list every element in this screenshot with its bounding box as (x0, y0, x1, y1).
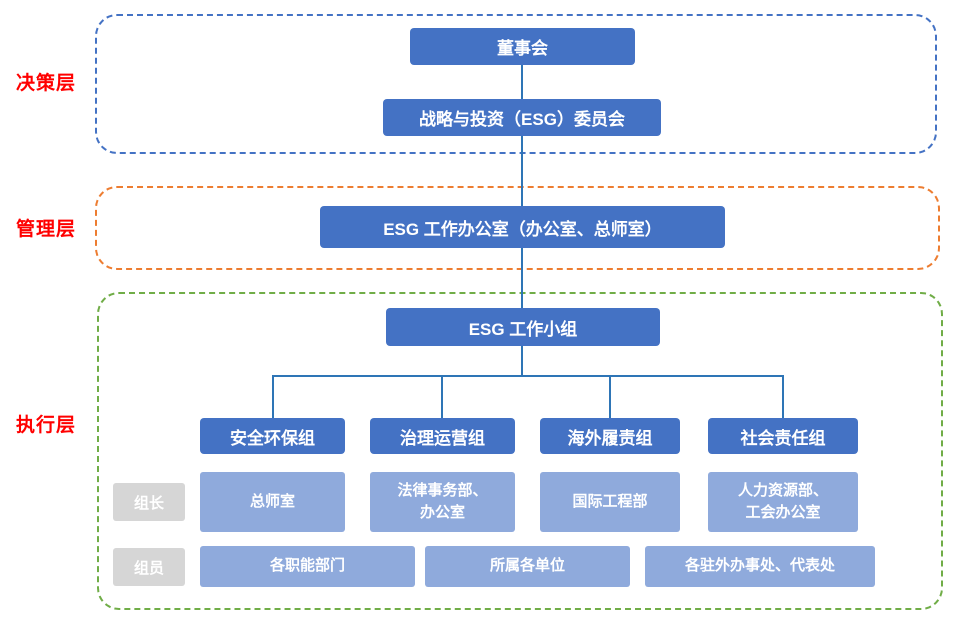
layer-label-execution: 执行层 (16, 415, 77, 436)
connector-drop-group-2 (441, 375, 443, 418)
row-label-leader: 组长 (113, 483, 185, 521)
member-functional-depts: 各职能部门 (200, 546, 415, 587)
leader-social: 人力资源部、 工会办公室 (708, 472, 858, 532)
connector-committee-office (521, 136, 523, 207)
node-group-overseas: 海外履责组 (540, 418, 680, 454)
node-taskforce: ESG 工作小组 (386, 308, 660, 346)
connector-board-committee (521, 64, 523, 100)
leader-overseas: 国际工程部 (540, 472, 680, 532)
connector-horizontal-bar (272, 375, 784, 377)
execution-layer-frame (97, 292, 943, 610)
connector-taskforce-stem (521, 346, 523, 376)
node-group-social: 社会责任组 (708, 418, 858, 454)
management-layer-frame (95, 186, 940, 270)
leader-governance: 法律事务部、 办公室 (370, 472, 515, 532)
leader-safety: 总师室 (200, 472, 345, 532)
connector-drop-group-4 (782, 375, 784, 418)
member-subordinate-units: 所属各单位 (425, 546, 630, 587)
node-group-governance: 治理运营组 (370, 418, 515, 454)
connector-drop-group-3 (609, 375, 611, 418)
row-label-member: 组员 (113, 548, 185, 586)
node-group-safety: 安全环保组 (200, 418, 345, 454)
member-overseas-offices: 各驻外办事处、代表处 (645, 546, 875, 587)
layer-label-management: 管理层 (16, 219, 77, 240)
node-committee: 战略与投资（ESG）委员会 (383, 99, 661, 136)
connector-office-taskforce (521, 248, 523, 309)
layer-label-decision: 决策层 (16, 73, 77, 94)
node-board: 董事会 (410, 28, 635, 65)
connector-drop-group-1 (272, 375, 274, 418)
decision-layer-frame (95, 14, 937, 154)
node-office: ESG 工作办公室（办公室、总师室） (320, 206, 725, 248)
